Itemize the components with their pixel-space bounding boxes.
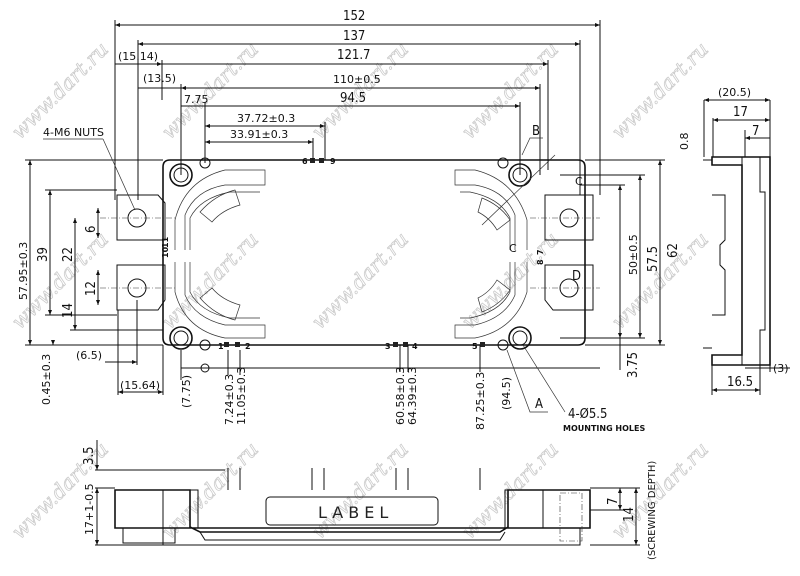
dim-121-7: 121.7 <box>337 48 370 63</box>
leader-line <box>102 138 136 211</box>
pin-label: 10 <box>161 246 170 258</box>
dim-6: 6 <box>84 226 99 233</box>
dim-7: 7 <box>752 124 759 139</box>
pin-label: 5 <box>472 342 478 351</box>
leader-line <box>506 349 548 413</box>
pin-label: 11 <box>161 236 170 248</box>
dim-11-05: 11.05±0.3 <box>235 367 248 425</box>
dim-7-front: 7 <box>606 498 621 505</box>
dim-37-72: 37.72±0.3 <box>237 112 295 125</box>
pin-label: 7 <box>536 249 545 255</box>
front-view: LABEL 3.5 17+1-0.5 7 14 (SCREWING DEPTH) <box>82 440 658 560</box>
callout-D: D <box>572 269 581 284</box>
pin-label: 4 <box>412 342 418 351</box>
terminal-pad-right-bottom <box>544 264 594 311</box>
dim-137: 137 <box>343 29 365 44</box>
dim-152: 152 <box>343 9 365 24</box>
dim-7-75: 7.75 <box>184 93 209 106</box>
pin-label: 2 <box>245 342 251 351</box>
pin-markers: 1 2 3 4 5 6 7 8 9 10 11 <box>161 157 545 351</box>
screwing-depth-note: (SCREWING DEPTH) <box>647 461 658 560</box>
dim-110: 110±0.5 <box>333 73 381 86</box>
dim-39: 39 <box>36 247 51 262</box>
terminal-pad-left-bottom <box>116 264 166 311</box>
pin-label: 3 <box>385 342 391 351</box>
section-line <box>481 154 556 226</box>
dim-13-5: (13.5) <box>143 72 176 85</box>
dim-14-front: 14 <box>622 507 637 522</box>
dim-7-24: 7.24±0.3 <box>223 374 236 425</box>
dim-57-5: 57.5 <box>646 246 661 272</box>
callout-C: C <box>575 175 583 188</box>
watermark-text: www.dart.ru <box>157 227 263 333</box>
pin-label: 6 <box>302 157 308 166</box>
dim-7-75-vertical: (7.75) <box>180 375 193 408</box>
dim-94-5-vertical: (94.5) <box>500 377 513 410</box>
dim-0-45: 0.45±0.3 <box>40 354 53 405</box>
dim-20-5: (20.5) <box>718 86 751 99</box>
callout-B: B <box>532 124 540 139</box>
internal-busbars <box>174 169 528 339</box>
watermark-text: www.dart.ru <box>457 37 563 143</box>
terminal-pad-right-top <box>544 194 594 241</box>
dim-62: 62 <box>666 243 681 258</box>
pin-label: 1 <box>218 342 224 351</box>
dim-17-tolerance: 17+1-0.5 <box>83 483 96 535</box>
dim-16-5: 16.5 <box>727 375 753 390</box>
module-body-outline <box>162 159 586 346</box>
dim-60-58: 60.58±0.3 <box>394 367 407 425</box>
terminal-pad-left-top <box>116 194 166 241</box>
dim-64-39: 64.39±0.3 <box>406 367 419 425</box>
dim-17: 17 <box>733 105 748 120</box>
dim-14: 14 <box>61 303 76 318</box>
dim-12: 12 <box>84 281 99 296</box>
pin-label: 9 <box>330 157 336 166</box>
dim-22: 22 <box>61 247 76 262</box>
dim-3-75: 3.75 <box>626 352 641 378</box>
callout-m6-nuts: 4-M6 NUTS <box>43 126 104 139</box>
center-lines <box>100 217 600 289</box>
dim-87-25: 87.25±0.3 <box>474 372 487 430</box>
top-view: 1 2 3 4 5 6 7 8 9 10 11 <box>17 9 691 433</box>
watermark: www.dart.ru www.dart.ru www.dart.ru www.… <box>6 37 713 544</box>
side-view: (20.5) 17 7 (3) 16.5 <box>703 86 790 395</box>
watermark-text: www.dart.ru <box>607 437 713 543</box>
label-text: LABEL <box>318 503 393 522</box>
callout-mounting-holes-sub: MOUNTING HOLES <box>563 424 645 433</box>
watermark-text: www.dart.ru <box>307 227 413 333</box>
vertical-dim-lines <box>25 159 665 375</box>
dim-6-5: (6.5) <box>76 349 102 362</box>
leader-line <box>521 137 543 156</box>
horizontal-dim-lines <box>105 20 601 395</box>
dim-3: (3) <box>773 362 789 375</box>
dim-94-5: 94.5 <box>340 91 366 106</box>
pin-label: 8 <box>536 259 545 265</box>
dim-15-14: (15.14) <box>118 50 158 63</box>
callout-mounting-holes: 4-Ø5.5 <box>568 407 607 422</box>
leader-line <box>522 344 566 413</box>
dim-50: 50±0.5 <box>627 234 640 275</box>
pins <box>227 468 481 490</box>
callout-C: C <box>509 242 517 255</box>
dim-0-8: 0.8 <box>678 133 691 151</box>
watermark-text: www.dart.ru <box>607 37 713 143</box>
callout-A: A <box>535 397 543 412</box>
dim-3-5: 3.5 <box>82 446 97 465</box>
label-plate <box>265 496 439 526</box>
dim-33-91: 33.91±0.3 <box>230 128 288 141</box>
dim-57-95: 57.95±0.3 <box>17 242 30 300</box>
dim-15-64: (15.64) <box>120 379 160 392</box>
